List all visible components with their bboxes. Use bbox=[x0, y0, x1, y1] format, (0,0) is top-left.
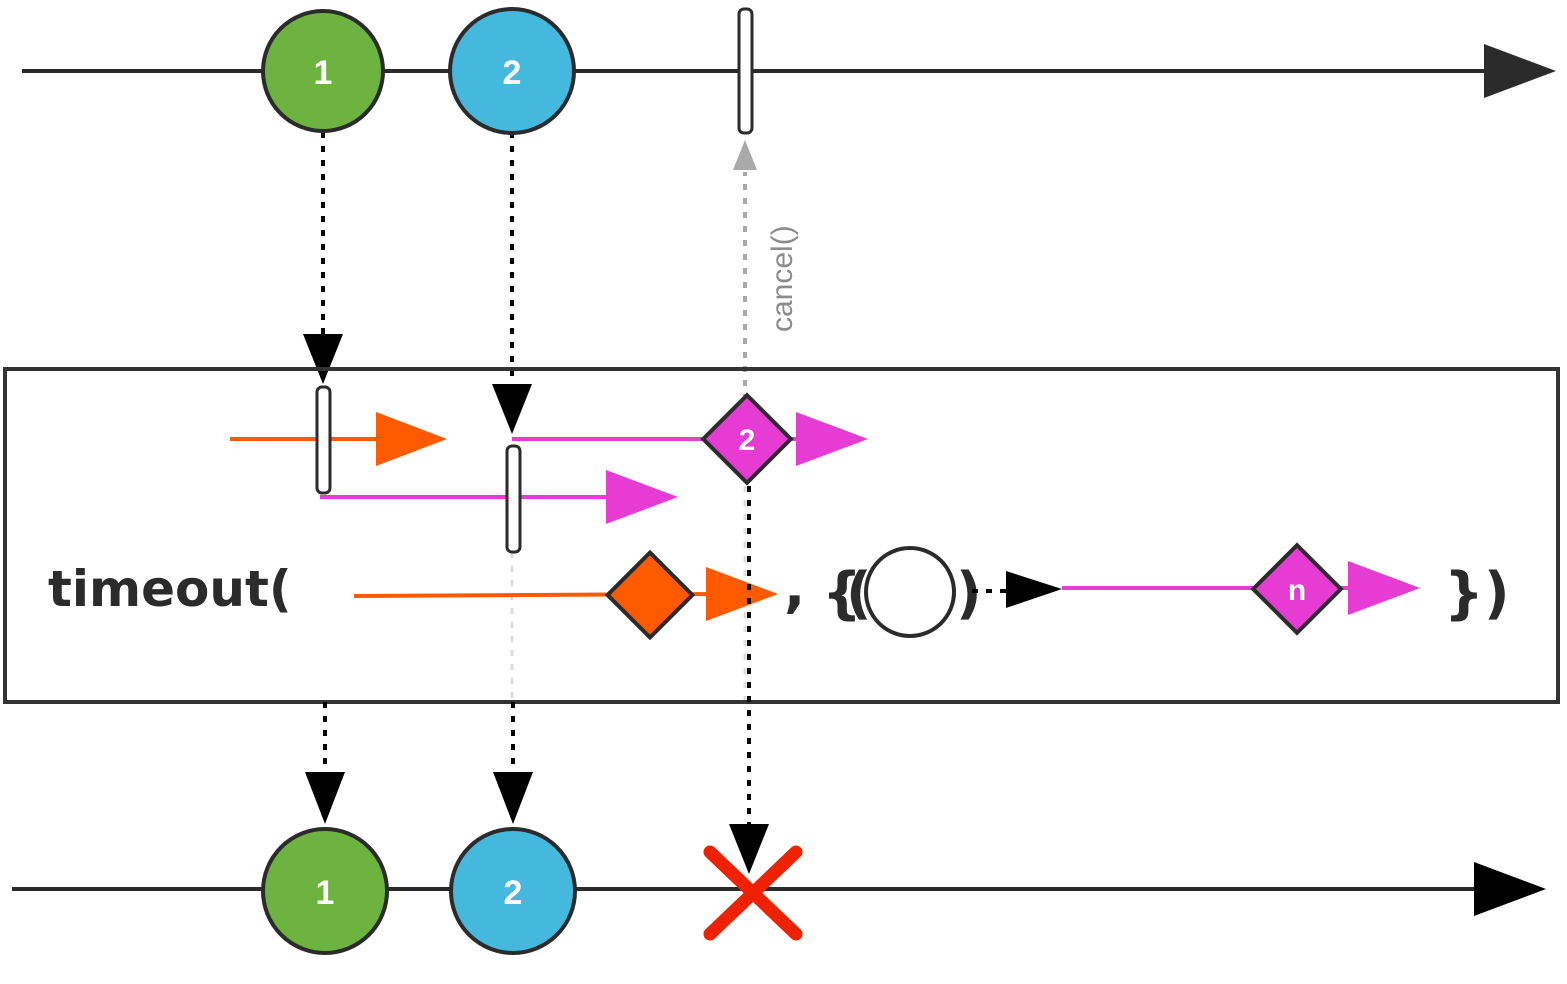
comma: , bbox=[784, 555, 805, 620]
error-x-icon bbox=[703, 845, 803, 941]
output-marble-2: 2 bbox=[449, 827, 577, 955]
source-marble-1: 1 bbox=[261, 9, 385, 133]
output-timeline-arrowhead bbox=[1474, 862, 1546, 916]
first-timeout-indicator bbox=[353, 549, 778, 641]
operator-name: timeout( bbox=[48, 560, 292, 618]
operator-subscription-bar-2 bbox=[505, 444, 522, 554]
operator-box bbox=[3, 367, 1560, 704]
source-marble-1-label: 1 bbox=[314, 54, 333, 92]
marble-2-down-arrowhead bbox=[492, 384, 532, 434]
output-marble-1-label: 1 bbox=[316, 874, 335, 912]
cancel-arrowhead bbox=[733, 140, 757, 170]
source-subscription-bar bbox=[737, 7, 754, 135]
source-timeline bbox=[22, 44, 1556, 98]
output-marbles: 1 2 bbox=[261, 827, 577, 955]
source-marble-2-label: 2 bbox=[503, 54, 522, 92]
lambda-arrow bbox=[972, 571, 1062, 608]
marble-1-down-arrowhead bbox=[303, 334, 343, 384]
source-to-operator-arrows bbox=[303, 132, 532, 434]
operator-subscription-bar-1 bbox=[315, 385, 332, 495]
cancel-label: cancel() bbox=[766, 225, 799, 332]
output-marble-1: 1 bbox=[261, 827, 389, 955]
source-marbles: 1 2 bbox=[261, 7, 754, 135]
first-timeout-diamond bbox=[604, 549, 696, 641]
timer-magenta-1 bbox=[320, 470, 678, 524]
timer-2-item-label: 2 bbox=[739, 424, 756, 457]
item-placeholder-circle bbox=[864, 546, 956, 638]
close-paren: ) bbox=[956, 561, 982, 626]
pass-through-dashes bbox=[510, 486, 747, 700]
timer-2-item-diamond: 2 bbox=[700, 392, 794, 486]
output-marble-2-label: 2 bbox=[504, 874, 523, 912]
item-timeout-indicator: n bbox=[1062, 542, 1420, 636]
cancel-arrow: cancel() bbox=[733, 140, 799, 400]
timer-magenta-2: 2 bbox=[512, 392, 868, 486]
item-timeout-label: n bbox=[1288, 574, 1306, 607]
open-brace: { bbox=[822, 561, 862, 626]
close-call-paren: ) bbox=[1484, 561, 1510, 626]
source-timeline-arrowhead bbox=[1484, 44, 1556, 98]
source-marble-2: 2 bbox=[448, 7, 576, 135]
timer-orange-1 bbox=[230, 412, 447, 466]
item-timeout-diamond: n bbox=[1250, 542, 1344, 636]
close-brace: } bbox=[1444, 561, 1484, 626]
operator-to-output-arrows bbox=[305, 486, 769, 874]
